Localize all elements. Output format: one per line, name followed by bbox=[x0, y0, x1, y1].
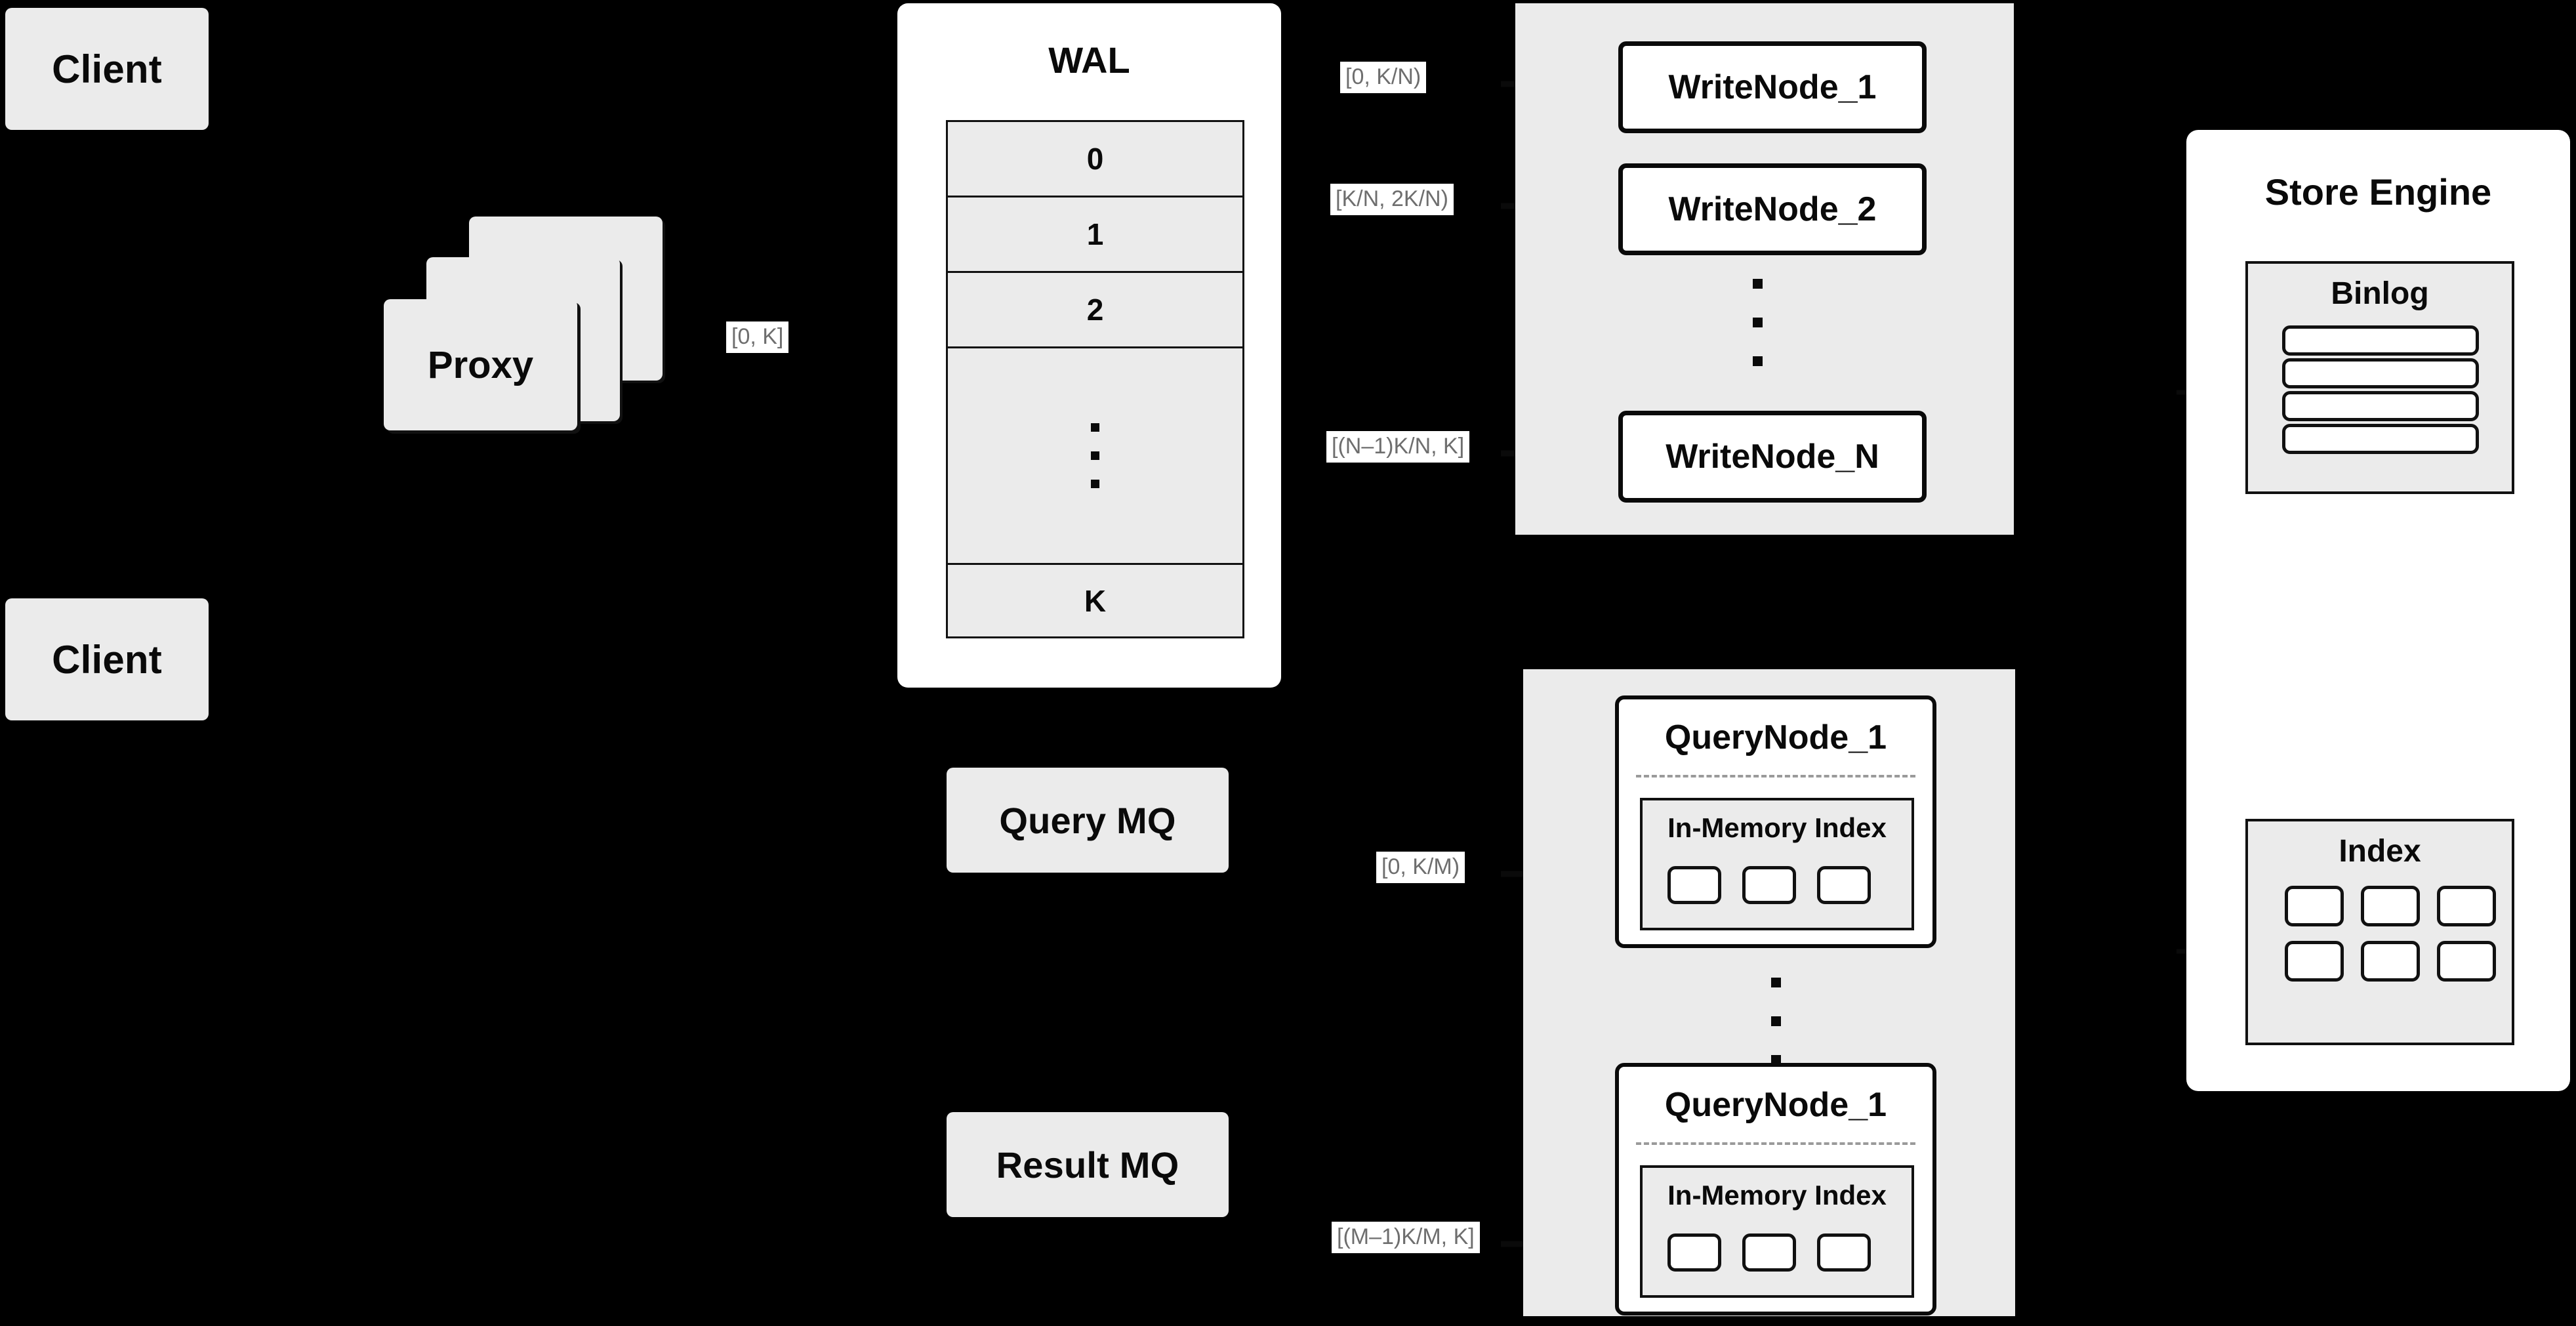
index-cell bbox=[2437, 886, 2496, 926]
write-node-label: WriteNode_2 bbox=[1668, 190, 1877, 228]
query-node-divider bbox=[1636, 1142, 1915, 1145]
store-engine-panel: Store Engine Binlog Index bbox=[2186, 130, 2570, 1091]
result-mq-label: Result MQ bbox=[996, 1144, 1179, 1186]
ellipsis-dot bbox=[1771, 1016, 1781, 1026]
index-cell bbox=[1667, 866, 1721, 904]
edge-label-text: [(N–1)K/N, K] bbox=[1332, 434, 1465, 459]
ellipsis-dot bbox=[1091, 480, 1099, 488]
edge-label-text: [0, K/M) bbox=[1381, 854, 1460, 879]
store-engine-title: Store Engine bbox=[2264, 171, 2492, 213]
query-nodes-group: QueryNode_1 In-Memory Index QueryNode_1 … bbox=[1523, 669, 2015, 1316]
wal-row: 0 bbox=[948, 122, 1242, 197]
edge-label-proxy-to-wal: [0, K] bbox=[726, 321, 789, 353]
proxy-box[interactable]: Proxy bbox=[384, 299, 577, 430]
binlog-title: Binlog bbox=[2331, 276, 2429, 311]
in-memory-index-title: In-Memory Index bbox=[1667, 812, 1887, 843]
edge-label-wal-to-writenode-n: [(N–1)K/N, K] bbox=[1326, 431, 1470, 463]
query-node-label: QueryNode_1 bbox=[1664, 1086, 1887, 1124]
edge-label-to-querynode-first: [0, K/M) bbox=[1376, 852, 1465, 883]
write-node-2[interactable]: WriteNode_2 bbox=[1618, 163, 1927, 255]
binlog-row bbox=[2282, 325, 2479, 356]
write-node-label: WriteNode_N bbox=[1666, 438, 1879, 476]
edge-label-text: [K/N, 2K/N) bbox=[1336, 186, 1448, 211]
client-label: Client bbox=[52, 637, 162, 682]
write-node-n[interactable]: WriteNode_N bbox=[1618, 411, 1927, 503]
index-cell bbox=[2285, 886, 2344, 926]
index-cell bbox=[1742, 1233, 1796, 1272]
index-cell bbox=[1817, 1233, 1871, 1272]
write-nodes-ellipsis bbox=[1753, 279, 1763, 366]
ellipsis-dot bbox=[1753, 356, 1763, 366]
in-memory-index-2: In-Memory Index bbox=[1640, 1165, 1914, 1298]
query-node-1[interactable]: QueryNode_1 In-Memory Index bbox=[1615, 695, 1936, 948]
result-mq-box[interactable]: Result MQ bbox=[947, 1112, 1229, 1217]
index-cell bbox=[1817, 866, 1871, 904]
index-cell bbox=[2361, 886, 2420, 926]
query-mq-label: Query MQ bbox=[999, 799, 1176, 841]
in-memory-index-1: In-Memory Index bbox=[1640, 798, 1914, 930]
write-node-label: WriteNode_1 bbox=[1668, 68, 1877, 106]
edge-label-wal-to-writenode-1: [0, K/N) bbox=[1340, 62, 1427, 93]
query-node-divider bbox=[1636, 775, 1915, 777]
binlog-row bbox=[2282, 358, 2479, 388]
index-cell bbox=[2285, 941, 2344, 982]
client-box-1[interactable]: Client bbox=[5, 8, 209, 130]
wal-row: 2 bbox=[948, 273, 1242, 348]
proxy-label: Proxy bbox=[427, 343, 534, 386]
client-box-2[interactable]: Client bbox=[5, 598, 209, 720]
ellipsis-dot bbox=[1771, 978, 1781, 987]
ellipsis-dot bbox=[1771, 1055, 1781, 1065]
wal-title: WAL bbox=[1048, 39, 1130, 81]
in-memory-index-title: In-Memory Index bbox=[1667, 1180, 1887, 1211]
write-node-1[interactable]: WriteNode_1 bbox=[1618, 41, 1927, 133]
wal-row-last: K bbox=[948, 565, 1242, 636]
proxy-stack[interactable]: Proxy bbox=[384, 217, 685, 433]
index-cell bbox=[2361, 941, 2420, 982]
ellipsis-dot bbox=[1091, 451, 1099, 460]
binlog-panel: Binlog bbox=[2245, 261, 2514, 494]
index-title: Index bbox=[2339, 834, 2421, 869]
edge-label-to-querynode-last: [(M–1)K/M, K] bbox=[1332, 1222, 1480, 1253]
edge-label-text: [0, K] bbox=[731, 324, 784, 349]
binlog-row bbox=[2282, 424, 2479, 454]
query-nodes-ellipsis bbox=[1771, 978, 1781, 1065]
index-cell bbox=[1742, 866, 1796, 904]
wal-row-ellipsis bbox=[948, 348, 1242, 565]
index-cell bbox=[1667, 1233, 1721, 1272]
wal-row: 1 bbox=[948, 197, 1242, 273]
ellipsis-dot bbox=[1753, 279, 1763, 289]
edge-label-wal-to-writenode-2: [K/N, 2K/N) bbox=[1330, 184, 1454, 215]
client-label: Client bbox=[52, 47, 162, 91]
query-mq-box[interactable]: Query MQ bbox=[947, 768, 1229, 873]
query-node-2[interactable]: QueryNode_1 In-Memory Index bbox=[1615, 1063, 1936, 1316]
edge-label-text: [(M–1)K/M, K] bbox=[1337, 1224, 1475, 1249]
index-cell bbox=[2437, 941, 2496, 982]
wal-table: 0 1 2 K bbox=[946, 120, 1244, 638]
ellipsis-dot bbox=[1753, 318, 1763, 327]
edge-label-text: [0, K/N) bbox=[1345, 64, 1421, 89]
binlog-row bbox=[2282, 391, 2479, 421]
write-nodes-group: WriteNode_1 WriteNode_2 WriteNode_N bbox=[1515, 3, 2014, 535]
query-node-label: QueryNode_1 bbox=[1664, 718, 1887, 756]
wal-panel: WAL 0 1 2 K bbox=[897, 3, 1281, 688]
ellipsis-dot bbox=[1091, 423, 1099, 432]
index-panel: Index bbox=[2245, 819, 2514, 1045]
